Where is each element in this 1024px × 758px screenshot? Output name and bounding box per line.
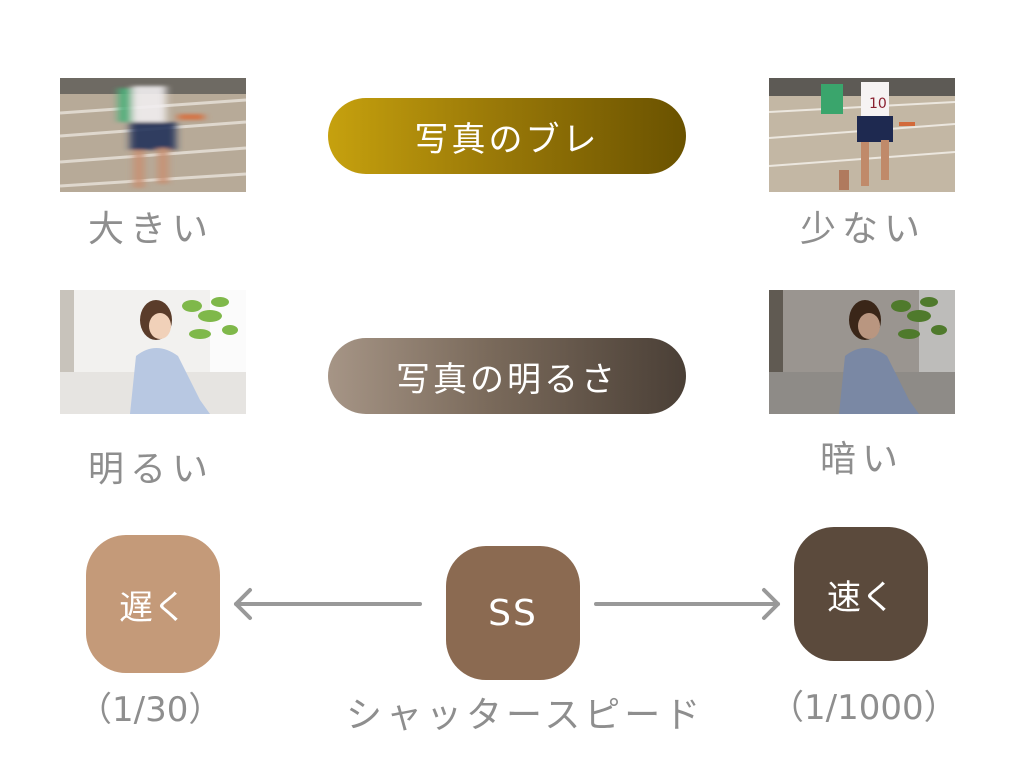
ss-badge: SS (446, 546, 580, 680)
brightness-pill: 写真の明るさ (328, 338, 686, 414)
slow-value: （1/30） (78, 690, 223, 730)
photo-bright-woman (60, 290, 246, 414)
brightness-title: 写真の明るさ (396, 359, 618, 400)
photo-dark-woman (769, 290, 955, 414)
blur-large-label: 大きい (88, 209, 215, 250)
slow-badge: 遅く (86, 535, 220, 673)
slow-label: 遅く (119, 587, 187, 628)
ss-caption: シャッタースピード (346, 695, 705, 736)
ss-label: SS (488, 592, 538, 634)
photo-sharp-runners: 10 (769, 78, 955, 192)
brightness-dark-label: 暗い (820, 439, 905, 480)
arrow-left-icon (234, 588, 422, 620)
fast-value: （1/1000） (770, 688, 958, 728)
arrow-right-icon (594, 588, 780, 620)
fast-badge: 速く (794, 527, 928, 661)
blur-title: 写真のブレ (414, 119, 600, 160)
brightness-bright-label: 明るい (88, 449, 215, 490)
photo-blurry-runners (60, 78, 246, 192)
svg-text:10: 10 (869, 96, 887, 112)
blur-small-label: 少ない (800, 209, 927, 250)
fast-label: 速く (827, 577, 895, 618)
blur-pill: 写真のブレ (328, 98, 686, 174)
